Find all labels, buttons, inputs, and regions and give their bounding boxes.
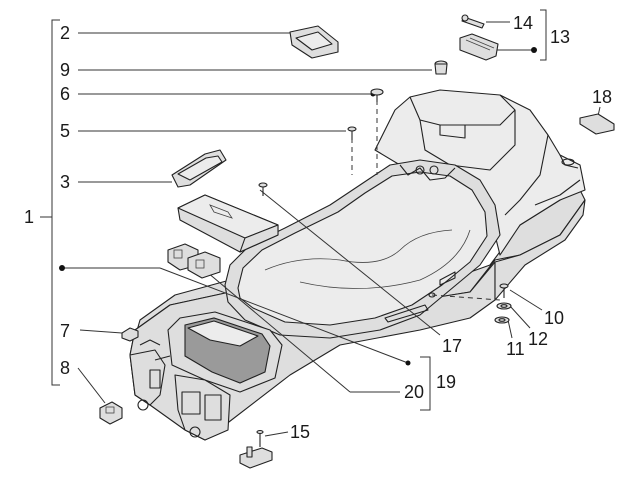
callout-20: 20 — [404, 382, 424, 402]
callout-19: 19 — [436, 372, 456, 392]
callout-9: 9 — [60, 60, 70, 80]
part-10-screw — [499, 283, 509, 298]
part-7-nut — [121, 327, 139, 342]
part-13-connector-block — [459, 33, 499, 61]
part-18-pad — [579, 113, 615, 135]
callout-3: 3 — [60, 172, 70, 192]
part-17-screw — [258, 182, 268, 196]
callout-17: 17 — [442, 336, 462, 356]
part-14-pin — [461, 14, 485, 29]
part-19-brackets — [167, 243, 221, 279]
part-5-screw — [347, 126, 357, 140]
callout-18: 18 — [592, 87, 612, 107]
helmet-compartment-body — [129, 89, 586, 441]
part-6-screw — [370, 88, 384, 102]
part-8-clip — [99, 401, 123, 425]
part-12-washer — [496, 302, 512, 310]
part-15-latch — [239, 429, 273, 469]
callout-13: 13 — [550, 27, 570, 47]
part-9-plug — [434, 60, 448, 75]
callout-7: 7 — [60, 321, 70, 341]
part-2-cover-box — [289, 25, 339, 59]
callout-12: 12 — [528, 329, 548, 349]
callout-15: 15 — [290, 422, 310, 442]
callout-11: 11 — [506, 339, 525, 359]
leader-lines — [40, 9, 601, 437]
callout-1: 1 — [24, 207, 34, 227]
callout-labels: 1 2 3 5 6 7 8 9 10 11 12 13 14 15 17 18 … — [24, 13, 612, 442]
callout-10: 10 — [544, 308, 564, 328]
callout-2: 2 — [60, 23, 70, 43]
callout-8: 8 — [60, 358, 70, 378]
part-20-box — [177, 194, 279, 253]
callout-5: 5 — [60, 121, 70, 141]
part-11-washer — [494, 316, 510, 324]
part-3-cover-plate — [171, 149, 227, 188]
callout-6: 6 — [60, 84, 70, 104]
callout-14: 14 — [513, 13, 533, 33]
